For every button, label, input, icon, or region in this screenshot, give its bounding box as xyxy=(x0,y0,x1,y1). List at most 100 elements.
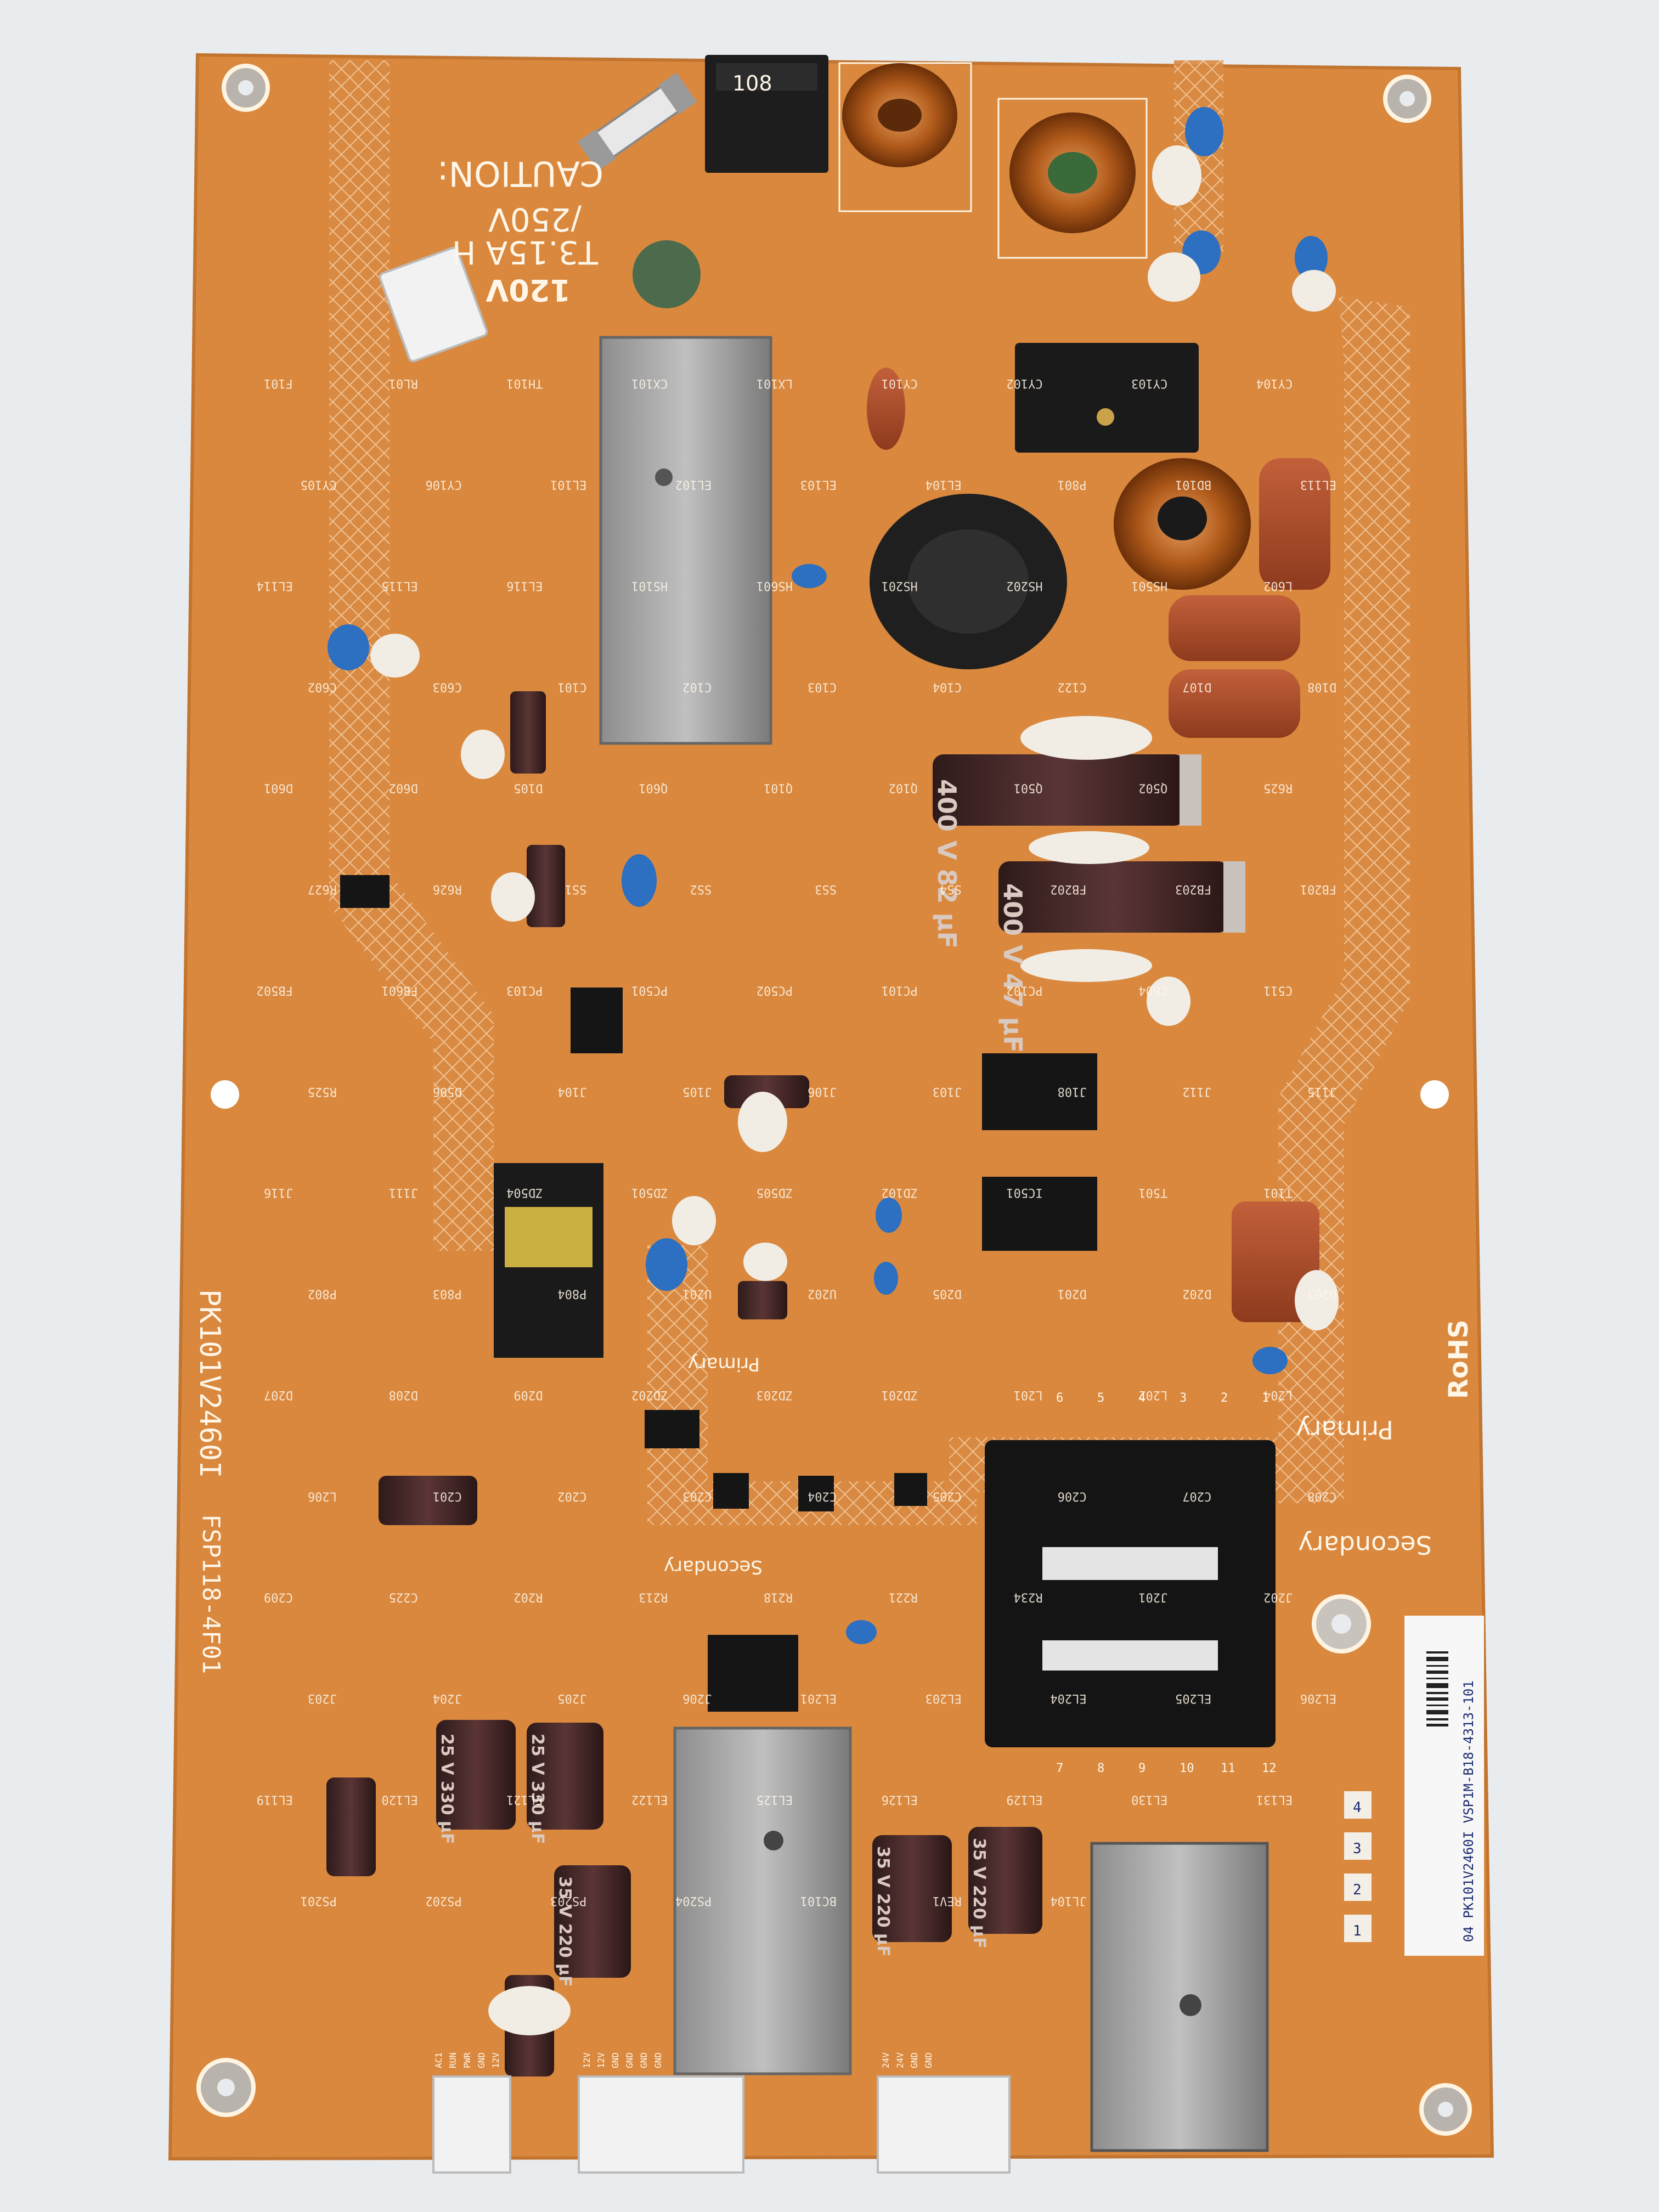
refdes-l204: L204 xyxy=(1263,1388,1293,1402)
refdes-fb203: FB203 xyxy=(1175,882,1211,896)
refdes-l201: L201 xyxy=(1014,1388,1043,1402)
side-marker-box-3 xyxy=(1344,1832,1372,1860)
refdes-c225: C225 xyxy=(389,1590,418,1604)
refdes-d203: D203 xyxy=(1307,1287,1336,1301)
pin-label-p802-1: 12V xyxy=(596,2052,606,2068)
refdes-j106: J106 xyxy=(808,1085,837,1098)
refdes-el201: EL201 xyxy=(800,1691,837,1705)
refdes-cy102: CY102 xyxy=(1006,376,1042,390)
refdes-d207: D207 xyxy=(264,1388,293,1402)
refdes-hs101: HS101 xyxy=(631,579,668,592)
refdes-c101: C101 xyxy=(557,680,586,693)
mounting-holes xyxy=(196,64,1472,2136)
refdes-bd101: BD101 xyxy=(1175,478,1211,492)
refdes-c204: C204 xyxy=(808,1489,837,1503)
refdes-zd203: ZD203 xyxy=(757,1388,793,1402)
refdes-j112: J112 xyxy=(1182,1085,1211,1098)
secondary-region-label-2: Secondary xyxy=(664,1556,763,1578)
refdes-j203: J203 xyxy=(308,1691,337,1705)
capacitor-markings: 400 V 82 µF 400 V 47 µF 25 V 330 µF 25 V… xyxy=(437,779,1028,1987)
refdes-ps204: PS204 xyxy=(675,1894,712,1908)
refdes-ps201: PS201 xyxy=(301,1894,337,1908)
refdes-j206: J206 xyxy=(682,1691,712,1705)
pin-label-p803-0: AC1 xyxy=(433,2052,444,2068)
refdes-c207: C207 xyxy=(1182,1489,1211,1503)
refdes-j116: J116 xyxy=(264,1186,293,1199)
refdes-d209: D209 xyxy=(514,1388,543,1402)
refdes-c602: C602 xyxy=(308,680,337,693)
transformer-pin-5: 5 xyxy=(1097,1391,1104,1405)
refdes-p802: P802 xyxy=(308,1287,337,1301)
transformer-pin-4: 4 xyxy=(1138,1391,1146,1405)
pin-label-p803-3: GND xyxy=(476,2052,487,2068)
primary-region-label: Primary xyxy=(1296,1415,1393,1444)
refdes-el114: EL114 xyxy=(257,579,293,592)
refdes-ss4: SS4 xyxy=(940,882,962,896)
refdes-j202: J202 xyxy=(1263,1590,1293,1604)
output-connectors xyxy=(432,2075,1011,2174)
refdes-c203: C203 xyxy=(682,1489,712,1503)
refdes-cx101: CX101 xyxy=(631,376,668,390)
refdes-pc501: PC501 xyxy=(631,983,668,997)
pin-label-p802-3: GND xyxy=(624,2052,635,2068)
rohs-mark: RoHS xyxy=(1443,1319,1474,1399)
part-code: FSP118-4F01 xyxy=(197,1514,225,1674)
model-code: PK101V2460I xyxy=(193,1289,226,1478)
refdes-el103: EL103 xyxy=(800,478,837,492)
refdes-r525: R525 xyxy=(308,1085,337,1098)
ics xyxy=(340,875,1097,1712)
input-choke-2 xyxy=(997,98,1148,259)
refdes-zd201: ZD201 xyxy=(882,1388,918,1402)
refdes-c208: C208 xyxy=(1307,1489,1336,1503)
pin-label-p804-1: 24V xyxy=(895,2052,905,2068)
refdes-c603: C603 xyxy=(433,680,462,693)
refdes-q502: Q502 xyxy=(1138,781,1167,795)
pin-label-p803-2: PWR xyxy=(462,2052,472,2068)
refdes-r627: R627 xyxy=(308,882,337,896)
refdes-el116: EL116 xyxy=(506,579,543,592)
refdes-r234: R234 xyxy=(1014,1590,1043,1604)
refdes-fb202: FB202 xyxy=(1050,882,1086,896)
cap-220-a-value: 35 V 220 µF xyxy=(555,1876,574,1987)
refdes-zd504: ZD504 xyxy=(506,1186,543,1199)
refdes-pc102: PC102 xyxy=(1006,983,1042,997)
input-voltage-label: 120V xyxy=(486,273,571,307)
bulk-capacitors xyxy=(933,754,1245,933)
refdes-c201: C201 xyxy=(433,1489,462,1503)
refdes-j205: J205 xyxy=(557,1691,586,1705)
primary-region-label-2: Primary xyxy=(688,1353,760,1375)
side-marker-3: 3 xyxy=(1353,1841,1362,1857)
pin-label-p803-4: 12V xyxy=(490,2052,501,2068)
refdes-u201: U201 xyxy=(682,1287,712,1301)
refdes-d602: D602 xyxy=(389,781,418,795)
refdes-cy106: CY106 xyxy=(425,478,461,492)
refdes-d108: D108 xyxy=(1307,680,1336,693)
pin-label-p804-3: GND xyxy=(923,2052,934,2068)
refdes-rev1: REV1 xyxy=(933,1894,962,1908)
refdes-el205: EL205 xyxy=(1175,1691,1211,1705)
refdes-q601: Q601 xyxy=(639,781,668,795)
refdes-el120: EL120 xyxy=(381,1792,417,1806)
refdes-el102: EL102 xyxy=(675,478,712,492)
refdes-el121: EL121 xyxy=(506,1792,543,1806)
transformer-pin-11: 11 xyxy=(1221,1762,1235,1775)
refdes-l202: L202 xyxy=(1138,1388,1167,1402)
refdes-c206: C206 xyxy=(1058,1489,1087,1503)
refdes-cy101: CY101 xyxy=(882,376,918,390)
refdes-cy103: CY103 xyxy=(1131,376,1167,390)
refdes-el125: EL125 xyxy=(757,1792,793,1806)
refdes-c202: C202 xyxy=(557,1489,586,1503)
refdes-r221: R221 xyxy=(889,1590,918,1604)
y-capacitors xyxy=(328,107,1328,1644)
refdes-el101: EL101 xyxy=(550,478,586,492)
transformer-pin-6: 6 xyxy=(1056,1391,1063,1405)
cap-220-b-value: 35 V 220 µF xyxy=(873,1846,893,1957)
barcode-text: 04 PK101V2460I VSP1M-B18-4313-101 xyxy=(1461,1680,1476,1942)
refdes-el113: EL113 xyxy=(1300,478,1336,492)
caution-title: CAUTION: xyxy=(437,154,603,194)
refdes-j115: J115 xyxy=(1307,1085,1336,1098)
refdes-ps203: PS203 xyxy=(550,1894,586,1908)
